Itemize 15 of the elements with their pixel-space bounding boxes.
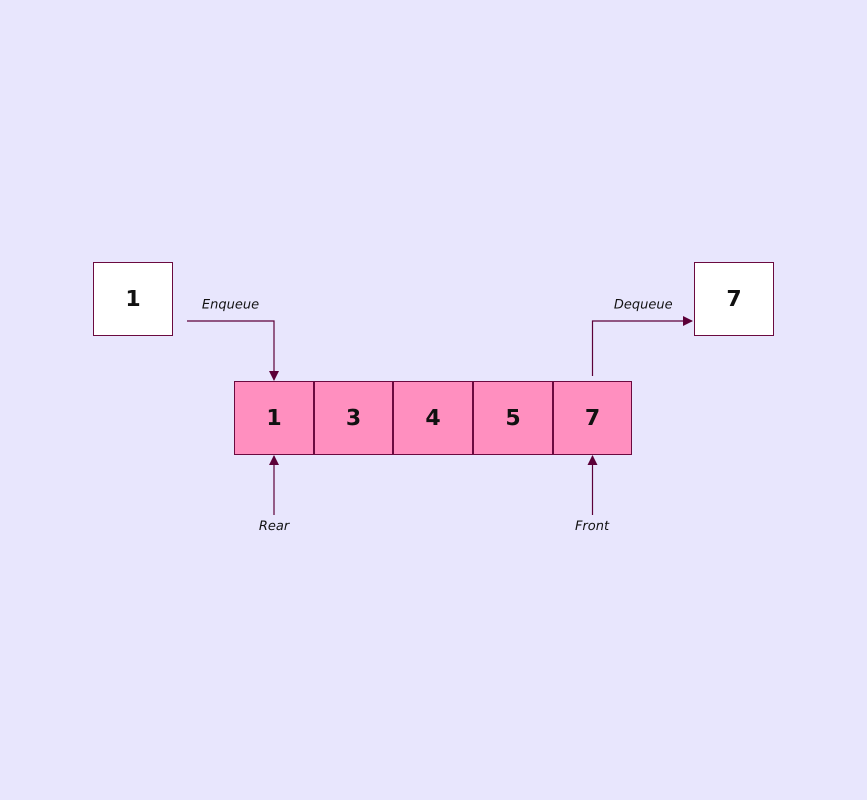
- arrow: [269, 455, 279, 515]
- pointer-label: Front: [567, 516, 617, 538]
- arrow: [187, 320, 279, 381]
- arrow: [588, 455, 598, 515]
- value-box: 1: [93, 262, 173, 336]
- queue-cell: 1: [234, 381, 314, 455]
- arrow: [592, 316, 693, 376]
- pointer-label: Rear: [249, 516, 299, 538]
- queue-cell: 7: [553, 381, 632, 455]
- edge-label: Dequeue: [614, 296, 673, 314]
- queue-cell: 3: [314, 381, 393, 455]
- value-box: 7: [694, 262, 774, 336]
- edge-label: Enqueue: [202, 296, 260, 314]
- queue-cell: 5: [473, 381, 553, 455]
- queue-cell: 4: [393, 381, 473, 455]
